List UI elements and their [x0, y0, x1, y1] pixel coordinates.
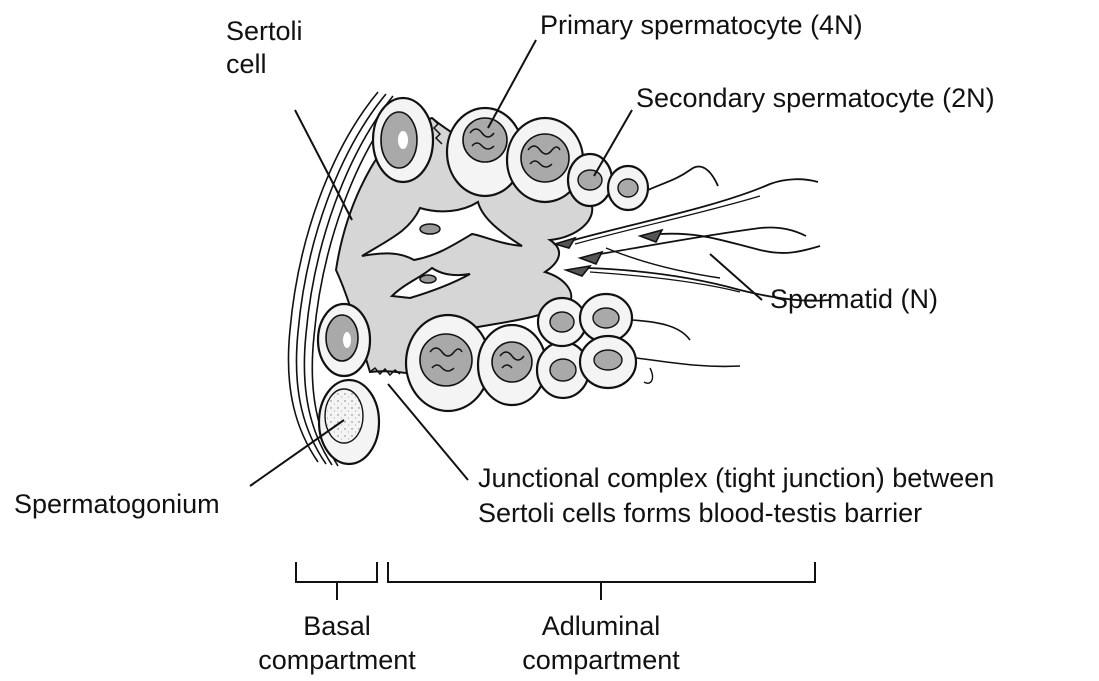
spermatocytes-top — [447, 108, 718, 210]
compartment-brackets — [296, 562, 815, 600]
label-spermatid: Spermatid (N) — [770, 283, 938, 315]
label-basal-line2: compartment — [252, 644, 422, 676]
label-junctional-complex-line1: Junctional complex (tight junction) betw… — [478, 462, 994, 494]
leader-sertoli — [295, 110, 352, 220]
label-adluminal-line2: compartment — [500, 644, 702, 676]
label-spermatogonium: Spermatogonium — [14, 488, 220, 520]
label-adluminal-line1: Adluminal — [500, 610, 702, 642]
label-sertoli-line2: cell — [226, 48, 267, 80]
label-junctional-complex-line2: Sertoli cells forms blood-testis barrier — [478, 497, 922, 529]
spermatid-cell — [580, 227, 806, 264]
label-primary-spermatocyte: Primary spermatocyte (4N) — [540, 9, 863, 41]
adluminal-bracket — [388, 562, 815, 582]
basal-bracket — [296, 562, 377, 582]
leader-primary-spermatocyte — [488, 40, 536, 128]
label-sertoli-line1: Sertoli — [226, 15, 303, 47]
spermatid-cell — [640, 230, 820, 253]
label-basal-line1: Basal — [252, 610, 422, 642]
label-secondary-spermatocyte: Secondary spermatocyte (2N) — [636, 82, 995, 114]
